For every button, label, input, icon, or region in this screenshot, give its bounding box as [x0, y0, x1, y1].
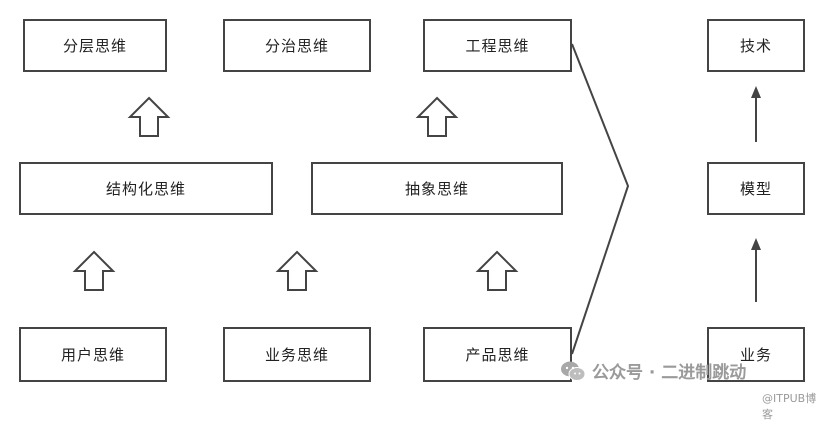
- box-engineering-thinking: 工程思维: [423, 19, 572, 72]
- box-label: 抽象思维: [404, 180, 469, 198]
- watermark-itpub: @ITPUB博客: [762, 390, 825, 422]
- box-abstract-thinking: 抽象思维: [311, 162, 563, 215]
- box-label: 业务: [739, 346, 772, 364]
- hollow-arrow-structured-to-layered: [127, 96, 171, 137]
- box-label: 产品思维: [465, 346, 530, 364]
- hollow-arrow-product-to-abstract: [475, 250, 519, 291]
- box-label: 业务思维: [264, 346, 329, 364]
- diagram-connectors: [72, 43, 761, 355]
- box-user-thinking: 用户思维: [19, 327, 167, 382]
- wechat-icon: [561, 361, 586, 381]
- box-label: 技术: [739, 37, 772, 55]
- box-product-thinking: 产品思维: [423, 327, 572, 382]
- box-label: 分治思维: [264, 37, 329, 55]
- box-divide-thinking: 分治思维: [223, 19, 371, 72]
- box-business: 业务: [707, 327, 805, 382]
- box-layered-thinking: 分层思维: [23, 19, 167, 72]
- hollow-arrow-user-to-structured: [72, 250, 116, 291]
- box-label: 用户思维: [60, 346, 125, 364]
- arrow-head-model-to-tech: [751, 86, 761, 98]
- box-model: 模型: [707, 162, 805, 215]
- arrow-head-business-to-model: [751, 238, 761, 250]
- box-label: 结构化思维: [105, 180, 186, 198]
- convergence-chevron: [571, 43, 630, 355]
- watermark-sub-text: @ITPUB博客: [762, 392, 817, 421]
- box-structured-thinking: 结构化思维: [19, 162, 273, 215]
- box-business-thinking: 业务思维: [223, 327, 371, 382]
- hollow-arrow-business-to-abstract: [275, 250, 319, 291]
- box-label: 工程思维: [465, 37, 530, 55]
- box-label: 分层思维: [62, 37, 127, 55]
- box-tech: 技术: [707, 19, 805, 72]
- watermark-main-text: 公众号 · 二进制跳动: [592, 363, 747, 383]
- hollow-arrow-abstract-to-engineering: [415, 96, 459, 137]
- box-label: 模型: [739, 180, 772, 198]
- watermark-wechat: 公众号 · 二进制跳动: [560, 358, 746, 383]
